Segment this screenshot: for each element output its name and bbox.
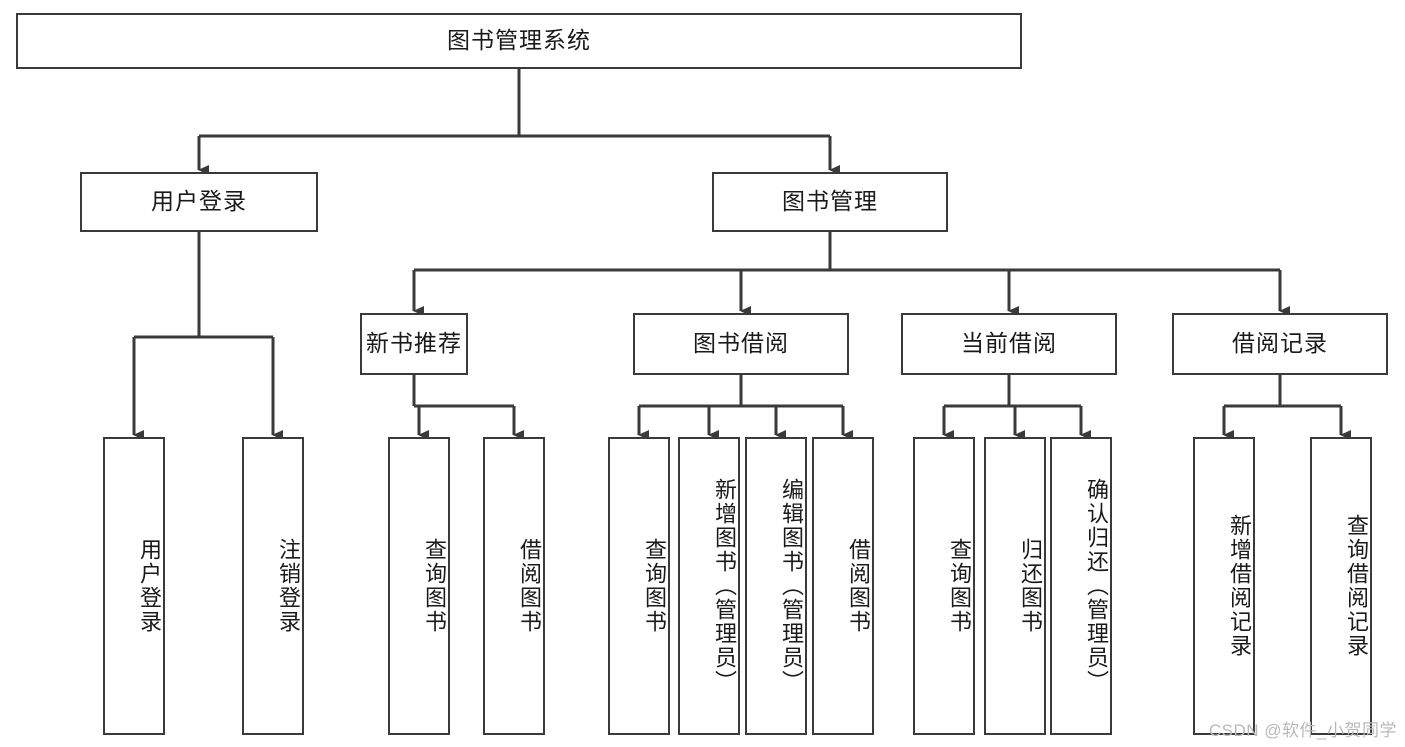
node-leaf-borrow-book-1: 借阅图书 xyxy=(483,437,545,735)
node-book-manage: 图书管理 xyxy=(712,172,948,232)
node-borrow-record: 借阅记录 xyxy=(1172,313,1388,375)
node-label: 借阅记录 xyxy=(1232,330,1328,357)
node-leaf-edit-book: 编辑图书（管理员） xyxy=(745,437,807,735)
node-leaf-query-book-2: 查询图书 xyxy=(608,437,670,735)
node-label: 注销登录 xyxy=(276,538,301,634)
csdn-watermark: CSDN @软件_小贺同学 xyxy=(1208,721,1397,740)
node-current-borrow: 当前借阅 xyxy=(901,313,1117,375)
node-leaf-query-borrow-record: 查询借阅记录 xyxy=(1310,437,1372,735)
node-leaf-user-logout: 注销登录 xyxy=(242,437,304,735)
node-label: 图书管理系统 xyxy=(447,27,591,54)
node-label: 查询图书 xyxy=(422,538,447,634)
node-leaf-query-book-1: 查询图书 xyxy=(388,437,450,735)
node-label: 图书管理 xyxy=(782,188,878,215)
node-leaf-query-book-3: 查询图书 xyxy=(913,437,975,735)
node-label: 新增图书（管理员） xyxy=(712,478,737,694)
node-root: 图书管理系统 xyxy=(16,13,1022,69)
node-label: 查询图书 xyxy=(642,538,667,634)
node-label: 编辑图书（管理员） xyxy=(779,478,804,694)
node-label: 用户登录 xyxy=(137,538,162,634)
node-label: 新增借阅记录 xyxy=(1227,514,1252,658)
node-leaf-add-borrow-record: 新增借阅记录 xyxy=(1193,437,1255,735)
node-label: 图书借阅 xyxy=(693,330,789,357)
node-user-login: 用户登录 xyxy=(80,172,318,232)
node-leaf-add-book: 新增图书（管理员） xyxy=(678,437,740,735)
node-book-borrow: 图书借阅 xyxy=(633,313,849,375)
node-leaf-confirm-return: 确认归还（管理员） xyxy=(1050,437,1112,735)
node-label: 新书推荐 xyxy=(366,330,462,357)
node-leaf-return-book: 归还图书 xyxy=(984,437,1046,735)
node-label: 借阅图书 xyxy=(846,538,871,634)
node-new-book-recommend: 新书推荐 xyxy=(360,313,468,375)
node-label: 查询借阅记录 xyxy=(1344,514,1369,658)
node-leaf-borrow-book-2: 借阅图书 xyxy=(812,437,874,735)
node-label: 查询图书 xyxy=(947,538,972,634)
node-label: 用户登录 xyxy=(151,188,247,215)
node-label: 当前借阅 xyxy=(961,330,1057,357)
node-label: 归还图书 xyxy=(1018,538,1043,634)
node-label: 借阅图书 xyxy=(517,538,542,634)
node-label: 确认归还（管理员） xyxy=(1084,478,1109,694)
node-leaf-user-login: 用户登录 xyxy=(103,437,165,735)
